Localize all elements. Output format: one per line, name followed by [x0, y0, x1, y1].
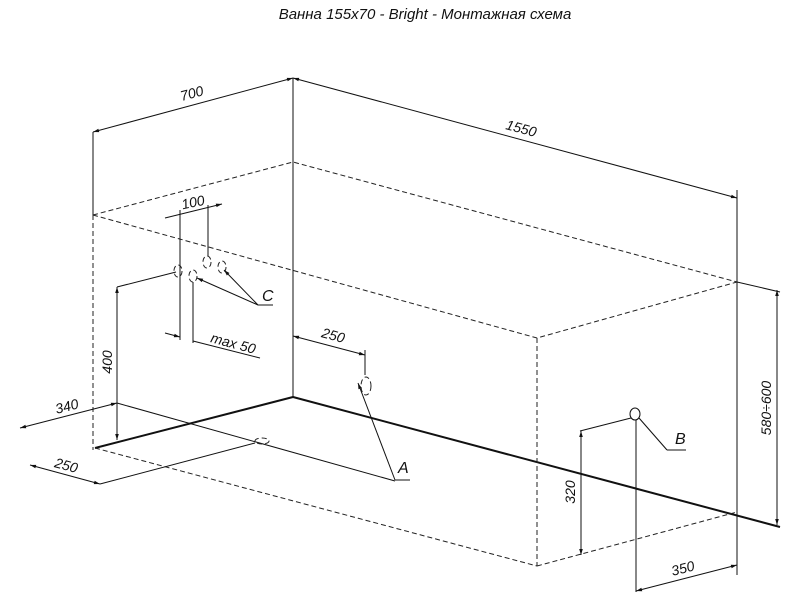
diagram-title: Ванна 155x70 - Bright - Монтажная схема: [279, 6, 572, 23]
overflow-a: 250 A: [292, 324, 410, 481]
svg-text:350: 350: [670, 558, 697, 579]
dimension-340: 340: [19, 396, 396, 482]
dimension-1550: 1550: [292, 77, 738, 199]
label-a: A: [397, 460, 409, 477]
svg-text:250: 250: [52, 454, 80, 476]
dimension-400: 400: [99, 271, 177, 440]
label-b: B: [675, 431, 686, 448]
svg-text:400: 400: [99, 350, 115, 374]
svg-text:580÷600: 580÷600: [758, 381, 774, 436]
svg-text:320: 320: [562, 480, 578, 504]
svg-text:1550: 1550: [504, 116, 538, 140]
outlet-b: B 320 350: [562, 407, 738, 592]
dimension-height: 580÷600: [736, 281, 781, 525]
svg-text:max 50: max 50: [209, 330, 258, 357]
svg-text:340: 340: [54, 396, 81, 417]
svg-text:250: 250: [319, 324, 347, 346]
svg-text:700: 700: [178, 82, 205, 104]
mixer-c: 100 max 50 C: [164, 192, 274, 359]
walls: [92, 78, 781, 575]
dimension-700: 700: [92, 77, 294, 133]
label-c: C: [262, 288, 274, 305]
bathtub-outline: [92, 161, 738, 567]
drain: 250: [29, 437, 270, 485]
svg-text:100: 100: [180, 192, 206, 213]
